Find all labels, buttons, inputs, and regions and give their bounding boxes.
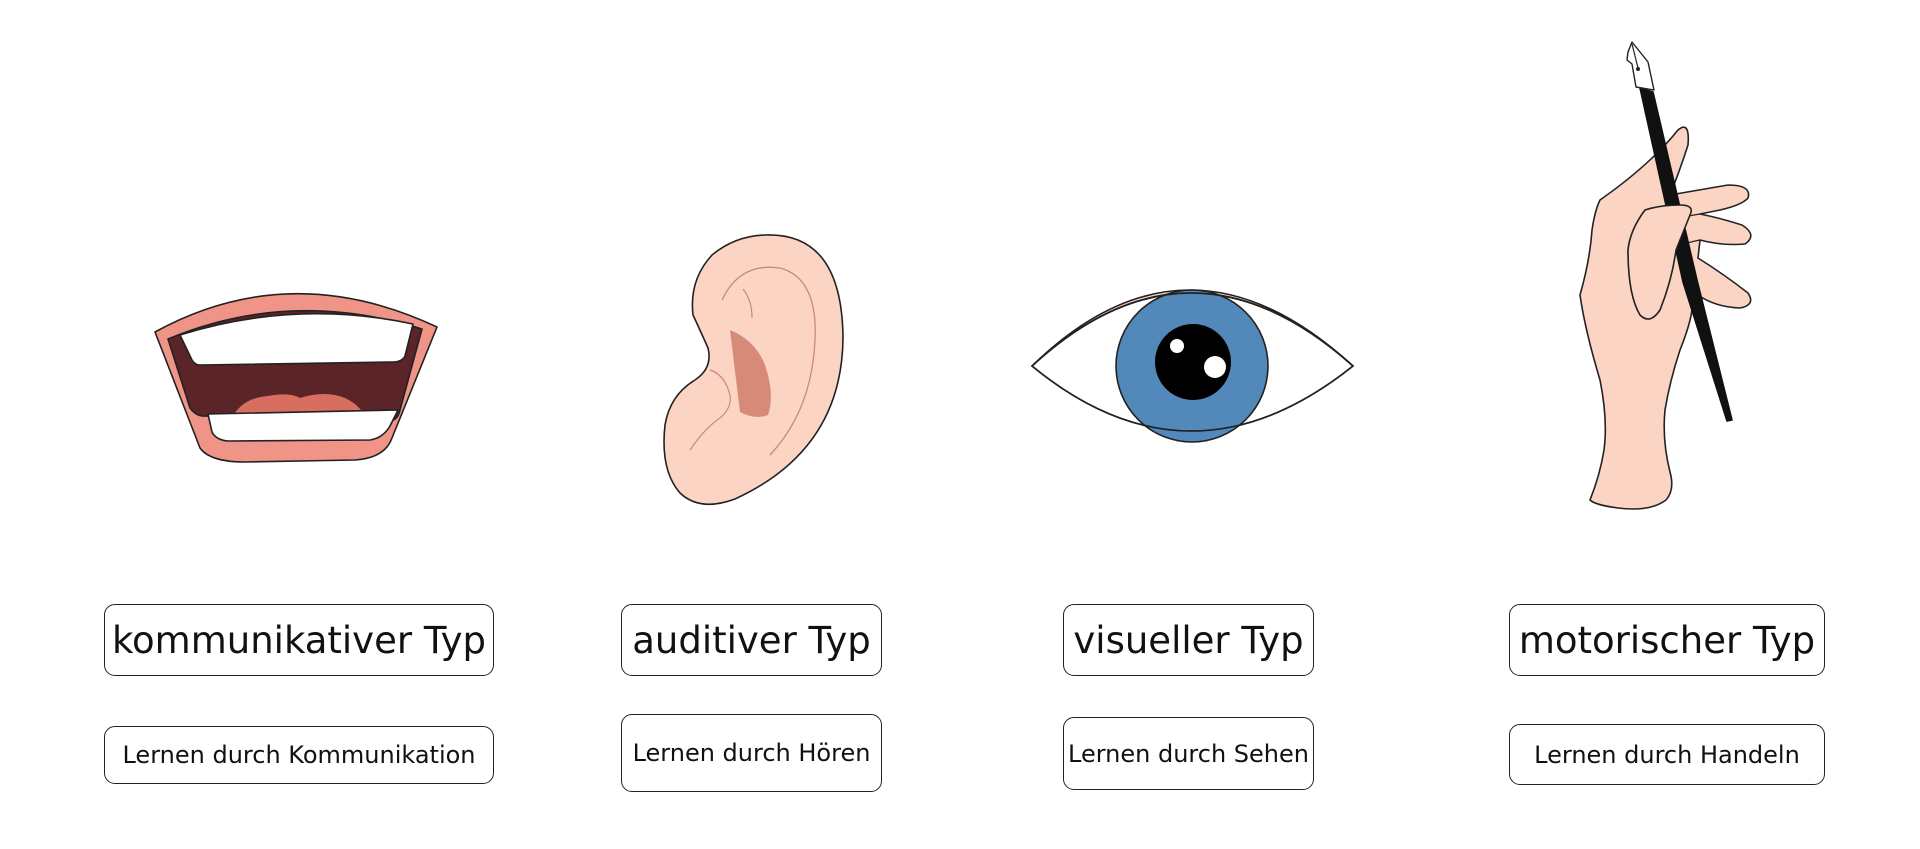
description-motoric: Lernen durch Handeln: [1534, 740, 1800, 769]
type-label-box: auditiver Typ: [621, 604, 882, 676]
description-auditory: Lernen durch Hören: [632, 739, 871, 767]
type-label-motoric: motorischer Typ: [1518, 618, 1816, 662]
hand-with-pen-icon: [1579, 41, 1752, 510]
description-visual: Lernen durch Sehen: [1068, 739, 1309, 768]
type-label-box: visueller Typ: [1063, 604, 1314, 676]
ear-icon: [663, 234, 844, 506]
type-label-box: motorischer Typ: [1509, 604, 1825, 676]
mouth-icon: [154, 292, 438, 463]
description-communicative: Lernen durch Kommunikation: [122, 741, 476, 769]
type-label-box: kommunikativer Typ: [104, 604, 494, 676]
type-label-visual: visueller Typ: [1073, 618, 1304, 662]
description-box: Lernen durch Handeln: [1509, 724, 1825, 785]
description-box: Lernen durch Hören: [621, 714, 882, 792]
eye-icon: [1030, 289, 1355, 443]
description-box: Lernen durch Kommunikation: [104, 726, 494, 784]
type-label-auditory: auditiver Typ: [632, 618, 871, 662]
type-label-communicative: kommunikativer Typ: [111, 618, 487, 662]
description-box: Lernen durch Sehen: [1063, 717, 1314, 790]
